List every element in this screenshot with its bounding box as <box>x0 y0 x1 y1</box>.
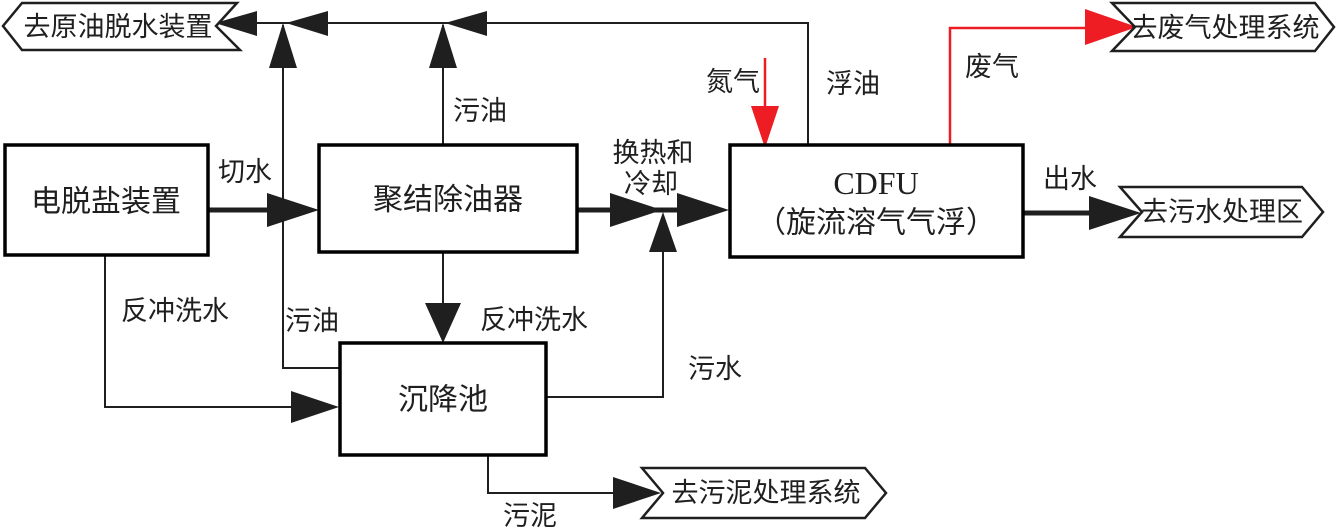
connector-backwash-coalescer-to-settling <box>425 252 461 343</box>
banner-to-wastewater-area: 去污水处理区 <box>1117 185 1325 239</box>
arrowhead-left-icon <box>286 11 328 36</box>
connector-waste-gas-to-banner <box>948 9 1137 145</box>
wastewater-banner-shape <box>1117 185 1325 239</box>
arrowhead-down-red-icon <box>751 106 779 148</box>
desalting-box <box>3 143 210 257</box>
arrowhead-right-icon <box>677 193 729 227</box>
desalting-box-label: 电脱盐装置 <box>31 186 181 219</box>
dirty-oil-from-settling-label: 污油 <box>285 306 339 336</box>
connector-cut-water <box>208 193 319 227</box>
process-box-desalting: 电脱盐装置 <box>3 143 210 257</box>
arrowhead-right-icon <box>291 391 339 423</box>
process-box-coalescer: 聚结除油器 <box>317 143 579 254</box>
arrowhead-right-icon <box>610 193 662 227</box>
arrowhead-left-icon <box>445 11 487 36</box>
dirty-oil-settling-line <box>282 25 339 369</box>
crude-dehydration-banner-shape <box>1 1 244 52</box>
sludge-line <box>487 455 616 494</box>
connector-backwash-desalting-to-settling <box>104 255 339 423</box>
heat-exchange-label-line2: 冷却 <box>624 169 678 199</box>
floating-oil-header-line <box>216 22 809 145</box>
cdfu-box-label-line1: CDFU <box>833 165 918 201</box>
coalescer-box-label: 聚结除油器 <box>373 184 523 217</box>
sewage-line <box>546 250 664 398</box>
cdfu-box <box>728 143 1025 259</box>
settling-box <box>338 341 548 457</box>
connector-coalescer-to-cdfu <box>577 193 729 227</box>
sludge-label: 污泥 <box>503 501 557 531</box>
connector-nitrogen-to-cdfu <box>751 58 779 148</box>
floating-oil-label: 浮油 <box>826 69 880 99</box>
backwash-from-coalescer-label: 反冲洗水 <box>480 305 588 335</box>
banner-to-sludge-system: 去污泥处理系统 <box>639 466 888 520</box>
arrowhead-right-icon <box>267 193 319 227</box>
waste-gas-label: 废气 <box>965 52 1019 82</box>
connector-dirty-oil-from-coalescer <box>429 23 457 145</box>
waste-gas-banner-label: 去废气处理系统 <box>1131 13 1320 43</box>
arrowhead-right-red-icon <box>1085 9 1137 45</box>
coalescer-box <box>317 143 579 254</box>
heat-exchange-label-line1: 换热和 <box>613 138 694 168</box>
cut-water-label: 切水 <box>218 157 272 187</box>
connector-dirty-oil-from-settling <box>269 23 339 369</box>
process-box-cdfu: CDFU （旋流溶气气浮） <box>728 143 1025 259</box>
arrowhead-up-icon <box>429 23 457 68</box>
waste-gas-line <box>948 26 1087 145</box>
banner-to-waste-gas-system: 去废气处理系统 <box>1109 1 1336 53</box>
settling-box-label: 沉降池 <box>398 384 488 417</box>
process-box-settling: 沉降池 <box>338 341 548 457</box>
sludge-banner-label: 去污泥处理系统 <box>672 478 861 508</box>
arrowhead-up-icon <box>649 212 677 252</box>
arrowhead-right-icon <box>613 477 661 509</box>
arrowhead-down-icon <box>425 303 461 343</box>
wastewater-banner-label: 去污水处理区 <box>1141 197 1303 227</box>
nitrogen-label: 氮气 <box>706 67 760 97</box>
connector-floating-oil-header <box>215 11 809 145</box>
crude-dehydration-banner-label: 去原油脱水装置 <box>24 12 213 42</box>
sludge-banner-shape <box>639 466 888 520</box>
connector-sludge-to-banner <box>487 455 661 509</box>
arrowhead-up-icon <box>269 23 297 68</box>
dirty-oil-to-header-label: 污油 <box>453 96 507 126</box>
sewage-water-label: 污水 <box>688 354 742 384</box>
arrowhead-right-icon <box>1089 196 1141 230</box>
connector-outlet-water <box>1023 196 1141 230</box>
backwash-from-desalting-label: 反冲洗水 <box>121 296 229 326</box>
arrowhead-left-icon <box>215 11 257 36</box>
cdfu-box-label-line2: （旋流溶气气浮） <box>756 207 996 240</box>
backwash-line <box>104 255 296 408</box>
waste-gas-banner-shape <box>1109 1 1336 53</box>
outlet-water-label: 出水 <box>1043 164 1097 194</box>
connector-sewage-settling-to-junction <box>546 212 677 398</box>
banner-to-crude-dehydration: 去原油脱水装置 <box>1 1 244 52</box>
